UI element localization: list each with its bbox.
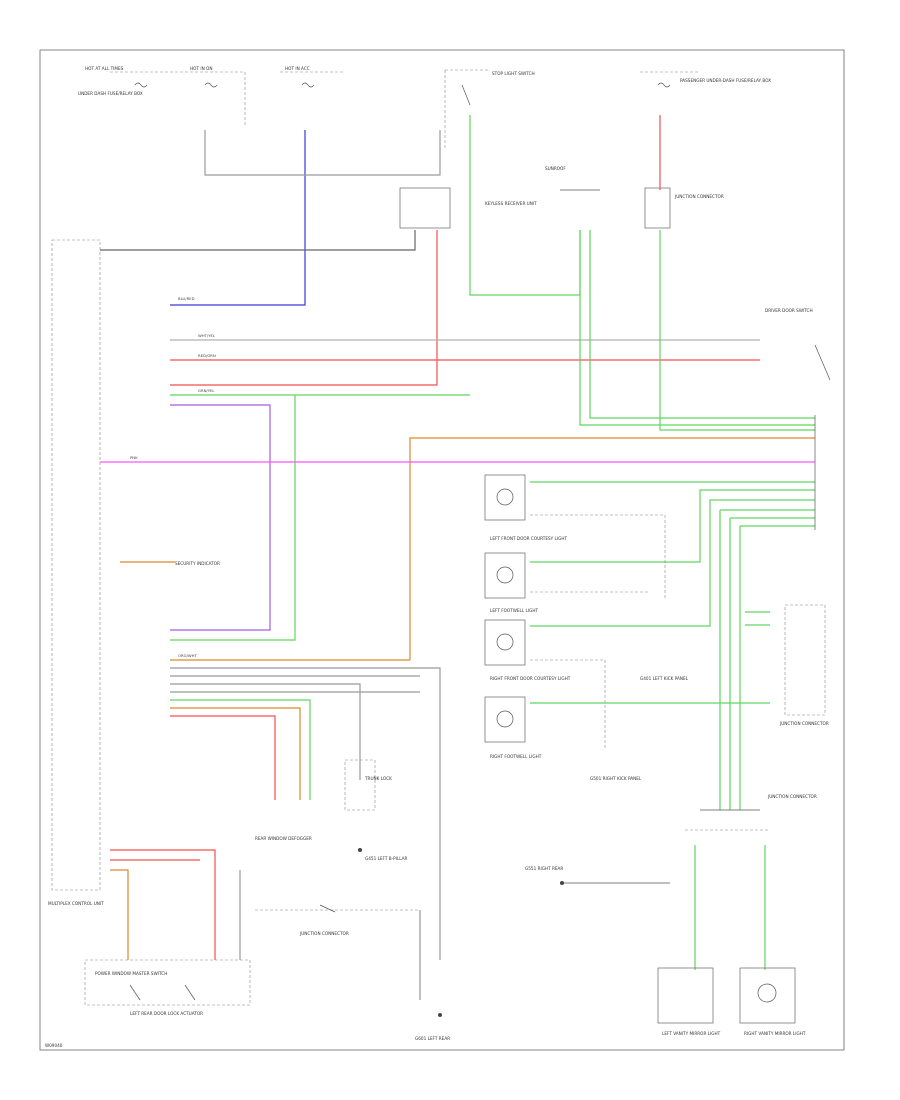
wire-label-wht-yel: WHT/YEL	[198, 333, 216, 338]
wire-green-bus-7	[739, 525, 815, 810]
switch-contact-1	[129, 984, 141, 1001]
bulb-icon	[496, 566, 514, 584]
junction-center-label: JUNCTION CONNECTOR	[299, 931, 349, 936]
right-junction-label: JUNCTION CONNECTOR	[779, 721, 829, 726]
fuse-symbol-4	[657, 82, 671, 88]
right-front-door-label: RIGHT FRONT DOOR COURTESY LIGHT	[490, 676, 571, 681]
wire-label-pnk: PNK	[130, 455, 138, 460]
ground-left-rear-label: G601 LEFT REAR	[415, 1036, 450, 1041]
ground-right-kick-label: G501 RIGHT KICK PANEL	[590, 776, 642, 781]
fuse-symbol-1	[134, 82, 148, 88]
wire-red-lower	[170, 715, 276, 800]
right-junction-box	[784, 604, 826, 716]
trunk-lock-label: TRUNK LOCK	[364, 776, 392, 781]
security-indicator-label: SECURITY INDICATOR	[175, 561, 220, 566]
bulb-icon	[496, 488, 514, 506]
bulb-icon	[496, 710, 514, 728]
wire-green-unit-2	[170, 395, 296, 641]
wire-green-junction-3	[659, 230, 815, 431]
passenger-relay-label: JUNCTION CONNECTOR	[674, 194, 724, 199]
keyless-receiver-label: KEYLESS RECEIVER UNIT	[485, 201, 537, 206]
wire-green-junction-1	[579, 230, 815, 426]
ground-rear-label: G551 RIGHT REAR	[525, 866, 563, 871]
wire-red-main	[170, 230, 438, 386]
wire-gray-lower-3	[170, 683, 361, 780]
fuse-box-left: HOT AT ALL TIMES HOT IN ON HOT IN ACC UN…	[78, 66, 345, 125]
wire-purple	[170, 404, 271, 631]
lower-junction-label: JUNCTION CONNECTOR	[767, 794, 817, 799]
lamp-left-front-door: LEFT FRONT DOOR COURTESY LIGHT	[484, 474, 567, 541]
fuse-label-hot-acc: HOT IN ACC	[285, 66, 310, 71]
fuse-box-dash-left	[110, 71, 246, 125]
under-dash-fuse-label: UNDER DASH FUSE/RELAY BOX	[78, 91, 143, 96]
wire-green-bus-3	[530, 499, 815, 627]
power-window-switch-box	[84, 959, 251, 1006]
wire-orange-lower	[170, 707, 301, 800]
lamp-left-vanity: LEFT VANITY MIRROR LIGHT	[657, 967, 721, 1036]
wire-red-bottom	[110, 849, 216, 960]
ground-left-kick-label: G401 LEFT KICK PANEL	[640, 676, 689, 681]
wire-green-bus-5	[719, 509, 815, 810]
ground-dot-b-pillar	[358, 848, 362, 852]
diagram-frame	[39, 49, 845, 1051]
wire-green-bus-6	[729, 517, 815, 810]
footer-code: W09040	[45, 1043, 63, 1048]
ground-dot	[560, 881, 564, 885]
wire-label-red-grn: RED/GRN	[198, 353, 216, 358]
wire-gray-lower-1	[170, 667, 441, 960]
wire-label-grn-yel: GRN/YEL	[198, 388, 215, 393]
wire-orange-main	[409, 437, 815, 660]
left-rear-door-lock-label: LEFT REAR DOOR LOCK ACTUATOR	[130, 1011, 203, 1016]
passenger-fuse-box-label: PASSENGER UNDER-DASH FUSE/RELAY BOX	[680, 78, 771, 83]
stop-light-switch: STOP LIGHT SWITCH	[444, 69, 535, 150]
lamp-right-vanity: RIGHT VANITY MIRROR LIGHT	[739, 967, 806, 1036]
passenger-fuse-box: PASSENGER UNDER-DASH FUSE/RELAY BOX	[640, 71, 771, 88]
lamp-ground-dash-3	[530, 659, 606, 750]
lamp-left-footwell: LEFT FOOTWELL LIGHT	[484, 552, 539, 613]
door-switch-contact	[319, 904, 336, 913]
power-window-switch-label: POWER WINDOW MASTER SWITCH	[95, 971, 167, 976]
lamp-right-footwell: RIGHT FOOTWELL LIGHT	[484, 696, 542, 759]
wire-orange-bottom	[110, 869, 129, 960]
lamp-ground-dash-1	[530, 514, 666, 600]
trunk-lock-box	[344, 759, 376, 811]
multiplex-control-unit-label: MULTIPLEX CONTROL UNIT	[48, 901, 104, 906]
keyless-receiver-box	[399, 187, 451, 229]
left-vanity-label: LEFT VANITY MIRROR LIGHT	[662, 1031, 721, 1036]
rear-defogger-label: REAR WINDOW DEFOGGER	[255, 836, 312, 841]
sunroof-label: SUNROOF	[545, 166, 566, 171]
stop-light-switch-label: STOP LIGHT SWITCH	[492, 71, 535, 76]
bulb-icon	[496, 633, 514, 651]
fuse-symbol-3	[301, 82, 315, 88]
wire-black-unit-top	[100, 230, 416, 251]
wire-blue-acc	[170, 130, 306, 306]
bulb-icon	[757, 983, 777, 1003]
wire-gray-top	[204, 130, 441, 176]
passenger-relay-box	[644, 187, 671, 229]
switch-contact-2	[184, 984, 196, 1001]
left-front-door-label: LEFT FRONT DOOR COURTESY LIGHT	[490, 536, 567, 541]
ground-dot-left-rear	[438, 1013, 442, 1017]
wire-green-stub	[745, 611, 770, 626]
left-footwell-label: LEFT FOOTWELL LIGHT	[490, 608, 539, 613]
stop-switch-contact	[461, 84, 471, 106]
fuse-label-hot-on: HOT IN ON	[190, 66, 212, 71]
stop-switch-dash	[444, 69, 490, 150]
courtesy-switch-label: DRIVER DOOR SWITCH	[765, 308, 813, 313]
wire-green-lower	[170, 699, 311, 800]
ground-b-pillar-label: G451 LEFT B-PILLAR	[365, 856, 408, 861]
wire-green-bus-2	[530, 489, 815, 563]
multiplex-control-unit-box	[51, 239, 101, 891]
courtesy-switch-contact	[814, 344, 831, 381]
wire-green-junction-2	[589, 230, 815, 419]
fuse-symbol-2	[204, 82, 218, 88]
wire-label-blu-red: BLU/RED	[178, 296, 195, 301]
fuse-label-hot-all: HOT AT ALL TIMES	[85, 66, 124, 71]
wire-label-org-wht: ORG/WHT	[178, 653, 197, 658]
right-vanity-label: RIGHT VANITY MIRROR LIGHT	[744, 1031, 806, 1036]
lamp-right-front-door: RIGHT FRONT DOOR COURTESY LIGHT	[484, 619, 571, 681]
right-footwell-label: RIGHT FOOTWELL LIGHT	[490, 754, 542, 759]
